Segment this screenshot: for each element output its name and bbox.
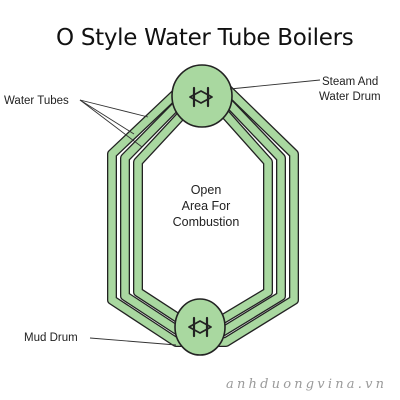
leader-line xyxy=(229,79,321,90)
watermark: anhduongvina.vn xyxy=(226,377,387,392)
steam-water-drum xyxy=(171,64,233,128)
water-tubes-label: Water Tubes xyxy=(4,95,69,107)
steam-drum-label-line-2: Water Drum xyxy=(319,91,381,103)
leader-line xyxy=(79,99,143,148)
drum-valve-icon xyxy=(188,316,212,338)
center-label-line-1: Open xyxy=(191,183,222,197)
center-label-line-3: Combustion xyxy=(173,215,240,229)
mud-drum-label: Mud Drum xyxy=(24,332,78,344)
steam-drum-callout: Steam And Water Drum xyxy=(229,76,381,103)
combustion-area-label: Open Area For Combustion xyxy=(173,183,240,229)
steam-drum-label-line-1: Steam And xyxy=(322,76,378,88)
water-tube-inner xyxy=(133,101,273,327)
water-tubes-callout: Water Tubes xyxy=(4,95,149,148)
leader-line xyxy=(89,337,177,346)
water-tube-outer xyxy=(107,79,299,347)
center-label-line-2: Area For xyxy=(182,199,231,213)
mud-drum-callout: Mud Drum xyxy=(24,332,177,346)
leader-line xyxy=(79,99,149,118)
mud-drum xyxy=(174,298,226,356)
leader-line xyxy=(79,99,135,135)
drum-valve-icon xyxy=(189,86,213,108)
diagram-title: O Style Water Tube Boilers xyxy=(56,25,353,51)
